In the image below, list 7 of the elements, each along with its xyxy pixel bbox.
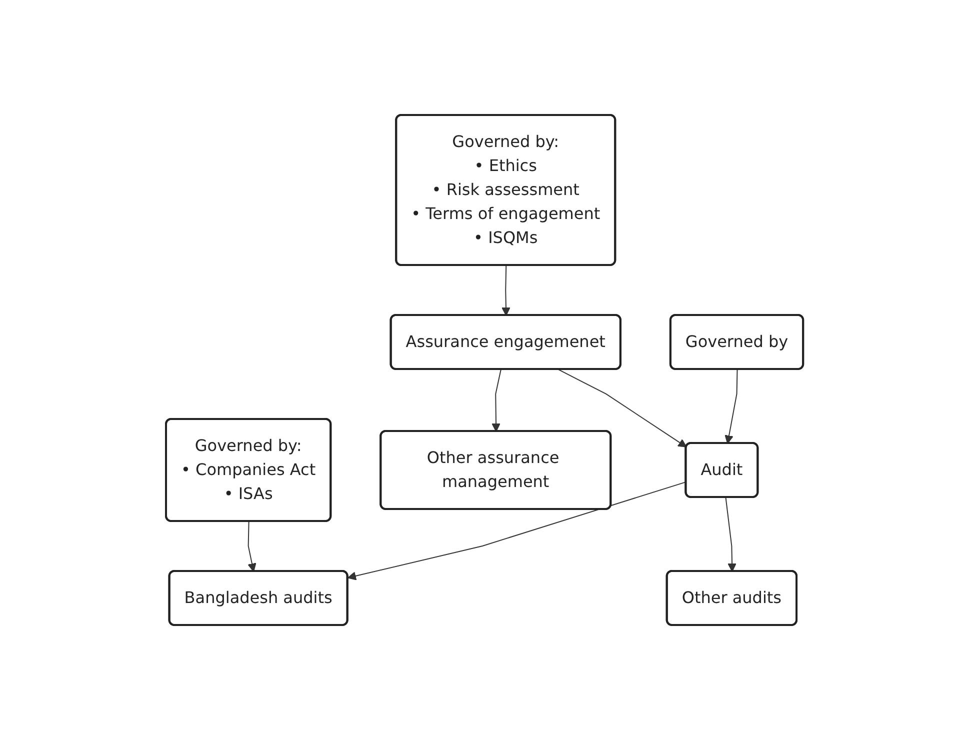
arrow: [558, 369, 688, 448]
arrow: [725, 369, 738, 444]
arrow: [348, 481, 688, 580]
arrow: [726, 497, 737, 572]
arrow: [502, 265, 511, 316]
arrow: [248, 521, 257, 572]
arrow: [492, 369, 502, 432]
